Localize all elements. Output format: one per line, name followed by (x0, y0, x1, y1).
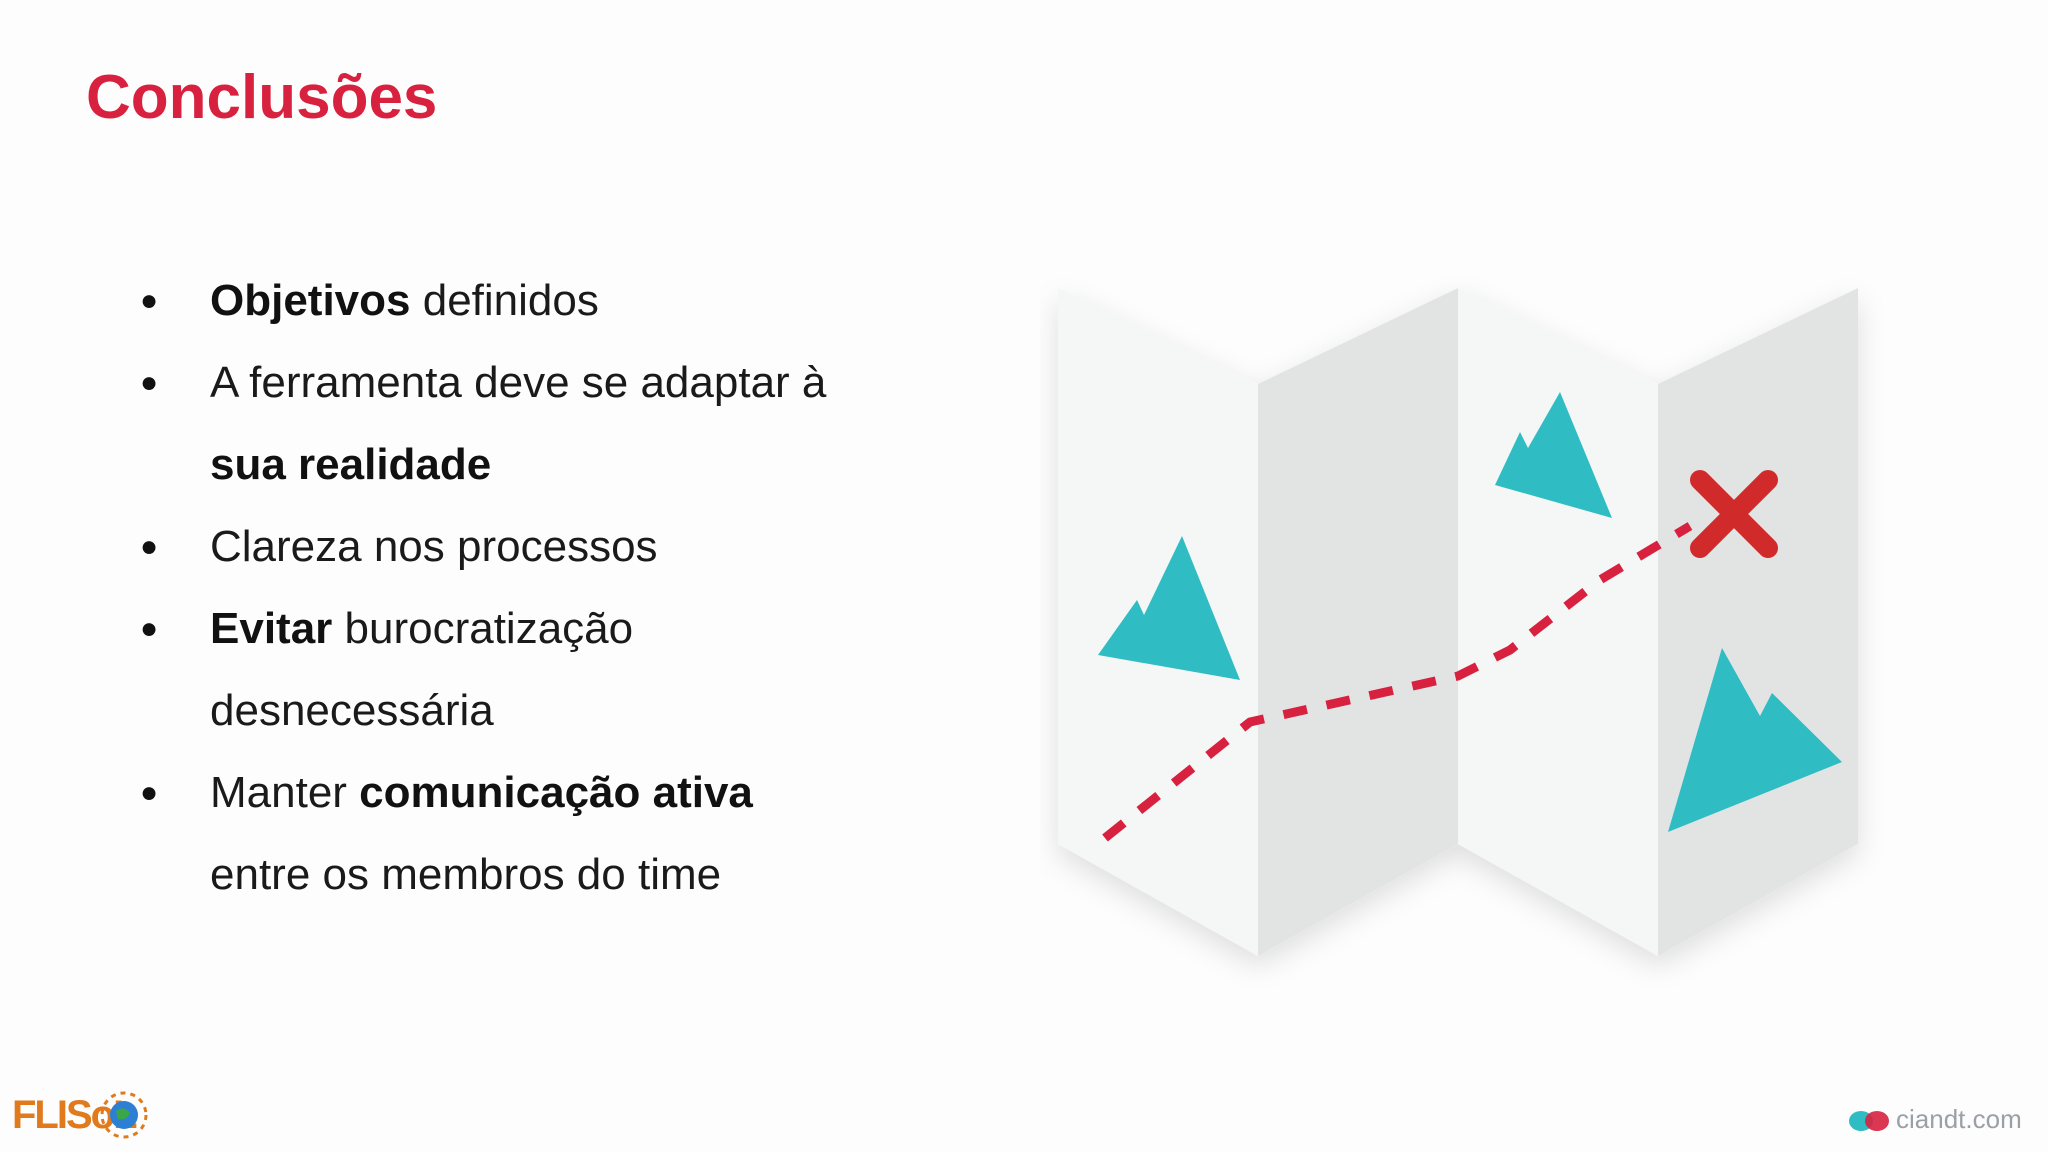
bullet-dot: ● (140, 530, 159, 563)
bullet-item: ● Evitar burocratização desnecessária (130, 588, 890, 752)
bullet-text: desnecessária (210, 686, 494, 735)
mountain-icon (1668, 648, 1842, 832)
map-panel (1458, 288, 1658, 956)
bullet-item: ● Objetivos definidos (130, 260, 890, 342)
bullet-item: ● Clareza nos processos (130, 506, 890, 588)
bullet-dot: ● (140, 776, 159, 809)
flisol-logo: FLISoL (10, 1085, 150, 1145)
bullet-text: Clareza nos processos (210, 522, 658, 571)
bullet-item: ● Manter comunicação ativa entre os memb… (130, 752, 890, 916)
folded-map-illustration (1058, 288, 1858, 956)
ciandt-logo-text: ciandt.com (1896, 1104, 2022, 1134)
ciandt-logo: ciandt.com (1848, 1100, 2028, 1140)
bullet-text: A ferramenta deve se adaptar à (210, 358, 827, 407)
mountain-icon (1495, 392, 1612, 518)
bullet-bold-text: Evitar (210, 604, 333, 653)
bullet-dot: ● (140, 366, 159, 399)
bullet-dot: ● (140, 612, 159, 645)
bullet-bold-text: sua realidade (210, 440, 492, 489)
slide-title: Conclusões (86, 63, 438, 132)
bullet-text: entre os membros do time (210, 850, 722, 899)
destination-x-icon (1690, 470, 1778, 558)
map-panel (1258, 288, 1458, 956)
mountain-icon (1098, 536, 1240, 680)
bullet-bold-text: Objetivos (210, 276, 411, 325)
bullet-bold-text: comunicação ativa (359, 768, 753, 817)
bullet-text: burocratização (332, 604, 634, 653)
map-panel (1658, 288, 1858, 956)
bullet-item: ● A ferramenta deve se adaptar à sua rea… (130, 342, 890, 506)
bullet-text: definidos (410, 276, 599, 325)
bullet-list: ● Objetivos definidos ● A ferramenta dev… (130, 260, 890, 916)
globe-icon (100, 1091, 148, 1139)
bullet-dot: ● (140, 284, 159, 317)
dashed-route (1102, 522, 1693, 842)
bullet-text: Manter (210, 768, 360, 817)
ciandt-mark-icon (1849, 1111, 1889, 1131)
